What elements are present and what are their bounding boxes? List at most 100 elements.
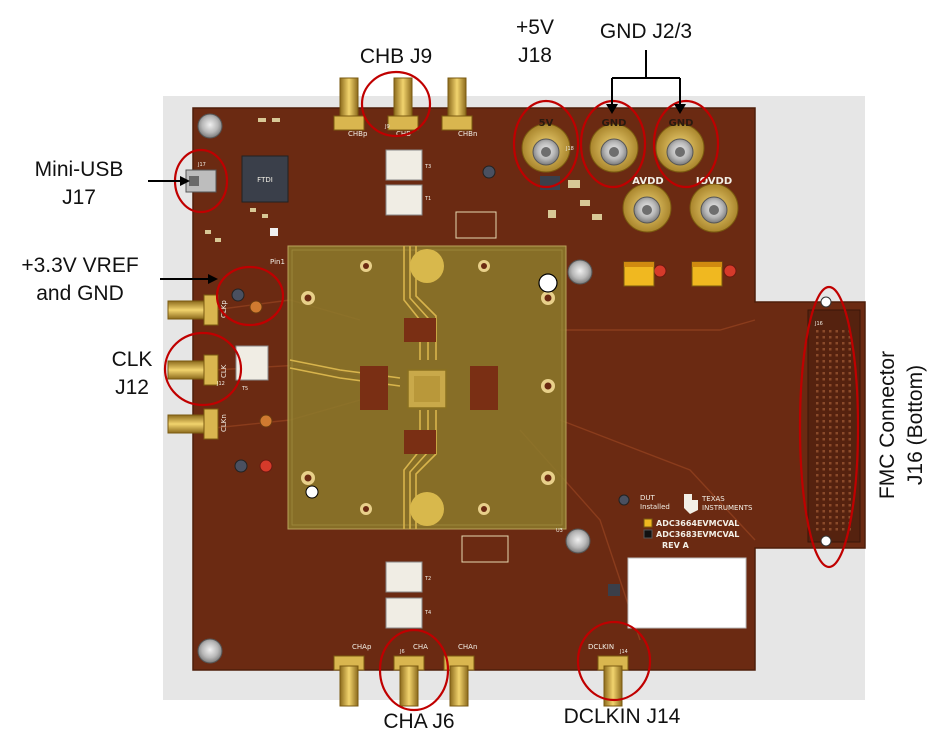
fmc-pin <box>835 342 838 345</box>
fmc-pin <box>835 474 838 477</box>
fmc-pin <box>822 414 825 417</box>
fmc-pin <box>835 510 838 513</box>
fmc-pin <box>848 462 851 465</box>
fmc-pin <box>829 408 832 411</box>
chbp-silk: CHBp <box>348 130 368 138</box>
fmc-pin <box>835 516 838 519</box>
fmc-pin <box>829 396 832 399</box>
fmc-pin <box>816 348 819 351</box>
fmc-pin <box>829 492 832 495</box>
tantalum-caps <box>623 261 723 287</box>
fmc-pin <box>842 516 845 519</box>
fmc-pin <box>829 486 832 489</box>
fmc-pin <box>822 348 825 351</box>
fmc-pin <box>829 336 832 339</box>
fmc-pin <box>835 492 838 495</box>
fmc-pin <box>842 468 845 471</box>
adc3664-silk: ADC3664EVMCVAL <box>656 519 739 528</box>
instruments-silk: INSTRUMENTS <box>702 504 753 512</box>
fmc-pin <box>822 366 825 369</box>
fmc-pin <box>829 510 832 513</box>
fmc-pin <box>822 426 825 429</box>
fmc-pin <box>835 402 838 405</box>
fmc-pin <box>835 366 838 369</box>
fmc-pin <box>816 330 819 333</box>
fmc-pin <box>848 384 851 387</box>
fmc-pin <box>842 372 845 375</box>
fmc-pin <box>842 354 845 357</box>
clkp-silk: CLKp <box>220 300 228 318</box>
fmc-pin <box>835 420 838 423</box>
u3-silk: U3 <box>556 528 563 534</box>
t4-silk: T4 <box>424 610 431 616</box>
fmc-pin <box>816 450 819 453</box>
chb-callout: CHB J9 <box>340 43 452 71</box>
dark-pad-2 <box>404 430 436 454</box>
fmc-pin <box>822 420 825 423</box>
fmc-pin <box>822 372 825 375</box>
rev-silk: REV A <box>662 541 690 550</box>
pin1-silk: Pin1 <box>270 258 285 266</box>
ring-fmc <box>798 285 860 569</box>
fmc-pin <box>848 486 851 489</box>
fmc-pin <box>842 480 845 483</box>
j14-silk: J14 <box>619 649 628 655</box>
cha-callout-text: CHA J6 <box>383 710 455 733</box>
fmc-pin <box>842 408 845 411</box>
dut-silk: DUT <box>640 494 656 502</box>
fmc-pin <box>835 432 838 435</box>
iovdd-silk: IOVDD <box>696 176 732 187</box>
5v-silk: 5V <box>539 118 554 129</box>
ring-dclkin <box>576 620 652 702</box>
fmc-pin <box>816 378 819 381</box>
fmc-pin <box>835 354 838 357</box>
fmc-pin <box>835 390 838 393</box>
fmc-pin <box>842 444 845 447</box>
fmc-hole-top <box>820 296 832 308</box>
fmc-pin <box>829 456 832 459</box>
fmc-pin <box>816 432 819 435</box>
fmc-pin <box>842 450 845 453</box>
fmc-pin <box>848 480 851 483</box>
fmc-pin <box>848 408 851 411</box>
fmc-pin <box>842 414 845 417</box>
fmc-pin <box>835 426 838 429</box>
fmc-pin <box>829 414 832 417</box>
fmc-callout-rotated: FMC Connector J16 (Bottom) <box>874 351 930 499</box>
fmc-pin <box>835 528 838 531</box>
fmc-pin <box>829 354 832 357</box>
fmc-pin <box>842 438 845 441</box>
installed-silk: Installed <box>640 503 670 511</box>
fmc-pin <box>842 390 845 393</box>
fmc-pin <box>835 438 838 441</box>
fmc-pin <box>835 396 838 399</box>
fmc-pin <box>816 468 819 471</box>
fmc-pin <box>848 456 851 459</box>
fmc-pin <box>848 390 851 393</box>
fmc-pin <box>835 330 838 333</box>
adc3683-silk: ADC3683EVMCVAL <box>656 530 739 539</box>
fmc-pins <box>816 330 851 531</box>
avdd-silk: AVDD <box>632 176 663 187</box>
fmc-callout-line2: J16 (Bottom) <box>904 364 927 486</box>
clk-callout: CLK J12 <box>100 346 164 402</box>
fmc-pin <box>842 504 845 507</box>
mini-usb-callout: Mini-USB J17 <box>18 156 140 212</box>
plus5v-callout-line2: J18 <box>518 44 552 67</box>
fmc-pin <box>842 378 845 381</box>
fmc-pin <box>829 528 832 531</box>
fmc-pin <box>816 474 819 477</box>
j9-silk: J9 <box>384 124 390 130</box>
clkn-silk: CLKn <box>220 414 228 432</box>
fmc-pin <box>822 528 825 531</box>
fmc-pin <box>842 456 845 459</box>
j17-silk: J17 <box>197 162 206 168</box>
fmc-pin <box>835 480 838 483</box>
shield-pad-top <box>410 249 444 283</box>
fmc-pin <box>816 444 819 447</box>
fmc-pin <box>842 366 845 369</box>
fmc-pin <box>822 390 825 393</box>
fmc-pin <box>835 384 838 387</box>
fmc-pin <box>822 402 825 405</box>
fmc-pin <box>816 480 819 483</box>
